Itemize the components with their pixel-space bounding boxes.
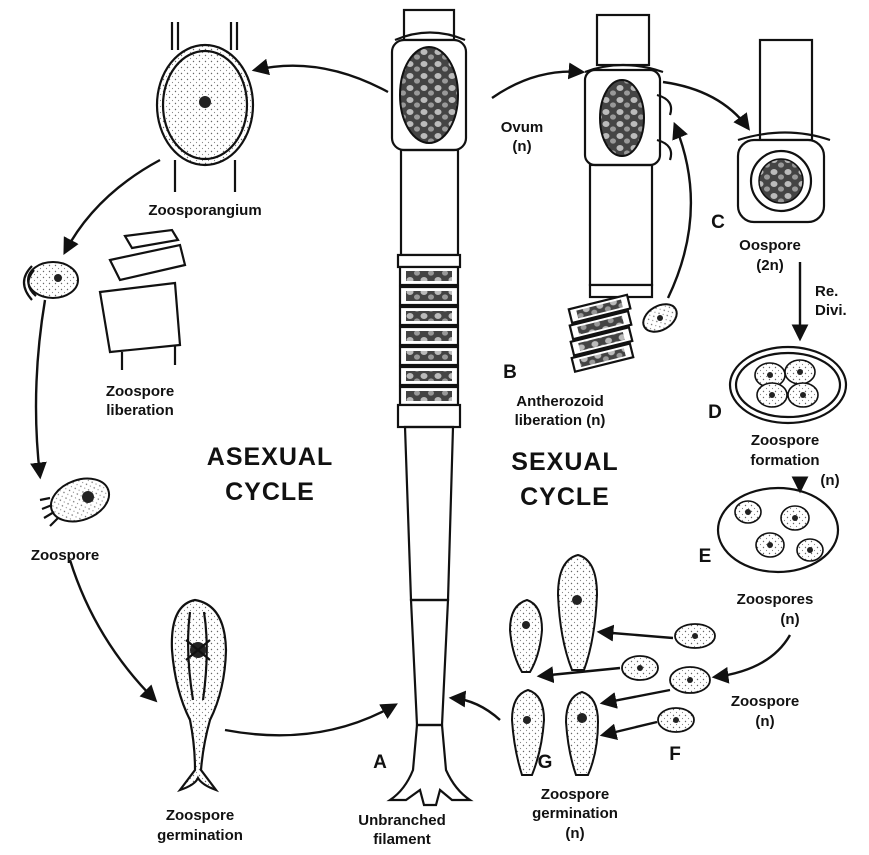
label-zoospore-germination-right-3: (n)	[565, 825, 584, 842]
arrow-zoosporangium-to-liberation	[65, 160, 160, 252]
label-antherozoid-2: liberation (n)	[515, 412, 606, 429]
germinating-zoospore-left	[172, 600, 226, 790]
label-antherozoid-1: Antherozoid	[516, 393, 604, 410]
zoospore-formation-figure	[730, 347, 846, 423]
letter-e: E	[699, 546, 712, 567]
arrow-f-to-g1	[600, 632, 673, 638]
letter-d: D	[708, 402, 722, 423]
label-zoospore-germination-right-1: Zoospore	[541, 786, 609, 803]
label-ovum-1: Ovum	[501, 119, 544, 136]
arrow-zoospore-to-germination	[70, 560, 155, 700]
label-zoospores-2: (n)	[780, 611, 799, 628]
label-zoospore-germination-right-2: germination	[532, 805, 618, 822]
label-zoospore-liberation-2: liberation	[106, 402, 174, 419]
label-asexual-cycle-2: CYCLE	[225, 478, 315, 506]
label-asexual-cycle-1: ASEXUAL	[207, 443, 333, 471]
label-zoospore-formation-1: Zoospore	[751, 432, 819, 449]
arrow-zoospores-to-f	[715, 635, 790, 677]
letter-f: F	[669, 744, 681, 765]
label-zoosporangium: Zoosporangium	[148, 202, 261, 219]
arrow-f-to-g4	[603, 722, 657, 735]
arrow-filament-to-ovum	[492, 72, 582, 98]
letter-b: B	[503, 362, 517, 383]
label-oospore-1: Oospore	[739, 237, 801, 254]
arrow-g-to-filament	[452, 698, 500, 720]
label-zoospore-germination-left-2: germination	[157, 827, 243, 844]
label-zoospore-left: Zoospore	[31, 547, 99, 564]
label-zoospore-formation-2: formation	[750, 452, 819, 469]
arrow-f-to-g3	[603, 690, 670, 703]
oospore-figure	[738, 40, 830, 222]
letter-c: C	[711, 212, 725, 233]
ovum-filament	[585, 15, 671, 285]
letter-g: G	[538, 752, 553, 773]
label-zoospore-formation-3: (n)	[820, 472, 839, 489]
arrow-ovum-to-oospore	[663, 82, 748, 128]
diagram-labels: Zoosporangium Zoospore liberation ASEXUA…	[31, 119, 847, 848]
zoospore-liberation-figure	[24, 230, 185, 370]
label-unbranched-filament-1: Unbranched	[358, 812, 446, 829]
central-filament	[390, 10, 470, 805]
label-oospore-2: (2n)	[756, 257, 784, 274]
label-zoospore-germination-left-1: Zoospore	[166, 807, 234, 824]
zoosporangium-cell	[157, 22, 253, 192]
arrow-filament-to-zoosporangium	[255, 66, 388, 92]
gametangial-cells	[400, 267, 458, 405]
zoospores-figure	[718, 488, 838, 572]
antherozoid-cells	[560, 285, 682, 372]
label-sexual-cycle-1: SEXUAL	[511, 448, 618, 476]
arrow-germination-to-filament	[225, 705, 395, 735]
arrow-liberation-to-zoospore	[36, 300, 45, 476]
label-re-divi-1: Re.	[815, 283, 838, 300]
germinating-zoospores-g	[510, 555, 598, 775]
label-sexual-cycle-2: CYCLE	[520, 483, 610, 511]
label-zoospore-right-2: (n)	[755, 713, 774, 730]
label-zoospore-right-1: Zoospore	[731, 693, 799, 710]
zoospore-left-figure	[40, 471, 115, 529]
label-zoospore-liberation-1: Zoospore	[106, 383, 174, 400]
label-zoospores-1: Zoospores	[737, 591, 814, 608]
label-re-divi-2: Divi.	[815, 302, 847, 319]
label-ovum-2: (n)	[512, 138, 531, 155]
free-zoospores-f	[622, 624, 715, 732]
label-unbranched-filament-2: filament	[373, 831, 431, 848]
letter-a: A	[373, 752, 387, 773]
